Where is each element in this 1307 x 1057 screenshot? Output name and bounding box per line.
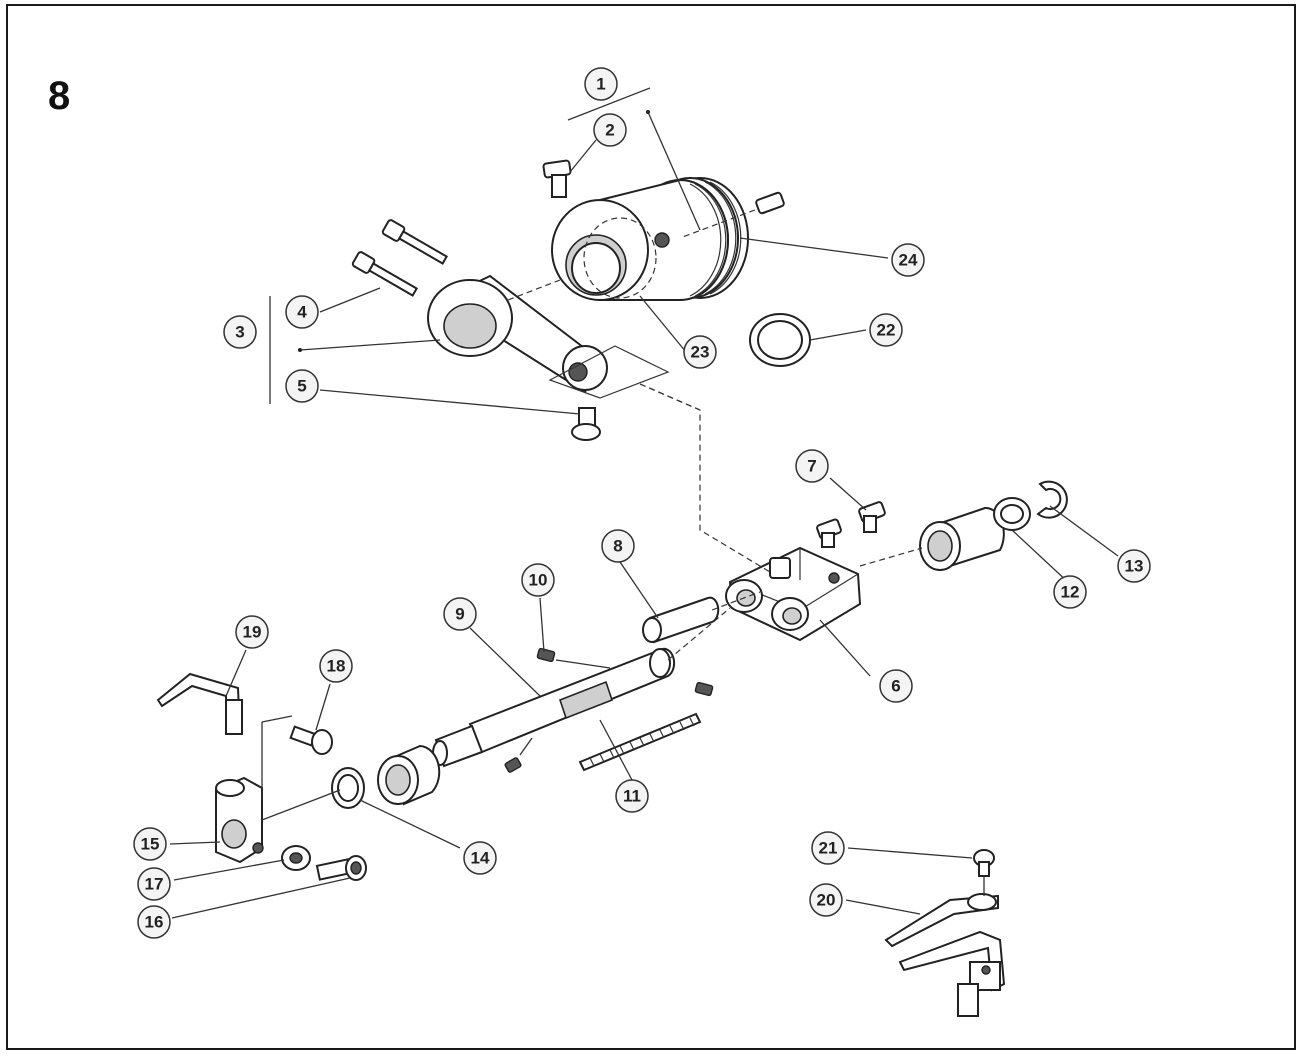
leader-lines [169, 87, 1119, 919]
pulley [551, 177, 749, 301]
callout-14: 14 [463, 841, 497, 875]
spring-11 [578, 712, 702, 772]
callout-5: 5 [285, 369, 319, 403]
callout-4: 4 [285, 295, 319, 329]
callout-10: 10 [521, 563, 555, 597]
callout-23: 23 [683, 335, 717, 369]
callout-15: 15 [133, 827, 167, 861]
svg-text:22: 22 [877, 321, 896, 340]
looper-assembly [884, 893, 1006, 1017]
callout-6: 6 [879, 669, 913, 703]
callout-8: 8 [601, 529, 635, 563]
pin-8 [642, 596, 720, 644]
thread-guide-19 [156, 672, 243, 735]
svg-text:18: 18 [327, 657, 346, 676]
svg-text:11: 11 [623, 787, 641, 806]
callout-12: 12 [1053, 575, 1087, 609]
callout-17: 17 [137, 867, 171, 901]
diagram-frame [6, 4, 1296, 1050]
nut-17 [281, 845, 311, 871]
connecting-rod [427, 274, 670, 399]
svg-text:15: 15 [141, 835, 160, 854]
shaft [432, 647, 676, 768]
callout-16: 16 [137, 905, 171, 939]
crank-screws-7 [816, 501, 886, 548]
svg-text:16: 16 [145, 913, 164, 932]
callout-3: 3 [223, 315, 257, 349]
svg-text:17: 17 [145, 875, 164, 894]
callout-13: 13 [1117, 549, 1151, 583]
callout-19: 19 [235, 615, 269, 649]
svg-text:5: 5 [297, 377, 306, 396]
callout-21: 21 [811, 831, 845, 865]
callout-18: 18 [319, 649, 353, 683]
holder-15 [215, 776, 264, 864]
assembly-lines [639, 383, 923, 661]
set-screws-10 [504, 647, 714, 773]
crank-block [725, 546, 862, 642]
callout-20: 20 [809, 883, 843, 917]
svg-text:1: 1 [596, 75, 605, 94]
collar-14 [331, 744, 441, 809]
svg-text:8: 8 [613, 537, 622, 556]
pulley-set-screw [542, 159, 572, 198]
page-number: 8 [48, 74, 71, 118]
washer-22 [749, 313, 811, 367]
callout-11: 11 [615, 779, 649, 813]
snap-ring-13 [1036, 480, 1068, 519]
callout-2: 2 [593, 113, 627, 147]
svg-text:13: 13 [1125, 557, 1144, 576]
svg-text:10: 10 [529, 571, 548, 590]
svg-text:9: 9 [455, 605, 464, 624]
callout-1: 1 [584, 67, 618, 101]
svg-text:7: 7 [807, 457, 816, 476]
svg-text:3: 3 [235, 323, 244, 342]
svg-text:20: 20 [817, 891, 836, 910]
svg-text:2: 2 [605, 121, 614, 140]
svg-text:12: 12 [1061, 583, 1080, 602]
washer-12 [993, 497, 1031, 531]
svg-text:14: 14 [471, 849, 490, 868]
bushing [919, 506, 1005, 571]
svg-text:24: 24 [899, 251, 918, 270]
callout-7: 7 [795, 449, 829, 483]
pulley-side-screw [679, 191, 785, 239]
svg-text:6: 6 [891, 677, 900, 696]
callout-24: 24 [891, 243, 925, 277]
svg-text:23: 23 [691, 343, 710, 362]
callout-22: 22 [869, 313, 903, 347]
bolt-16 [315, 855, 367, 881]
svg-text:19: 19 [243, 623, 262, 642]
rod-bolts [351, 219, 449, 297]
svg-text:4: 4 [297, 303, 307, 322]
screw-18 [289, 725, 333, 755]
screw-21 [973, 849, 995, 877]
svg-text:21: 21 [819, 839, 838, 858]
callout-9: 9 [443, 597, 477, 631]
rod-screw-5 [571, 407, 601, 441]
